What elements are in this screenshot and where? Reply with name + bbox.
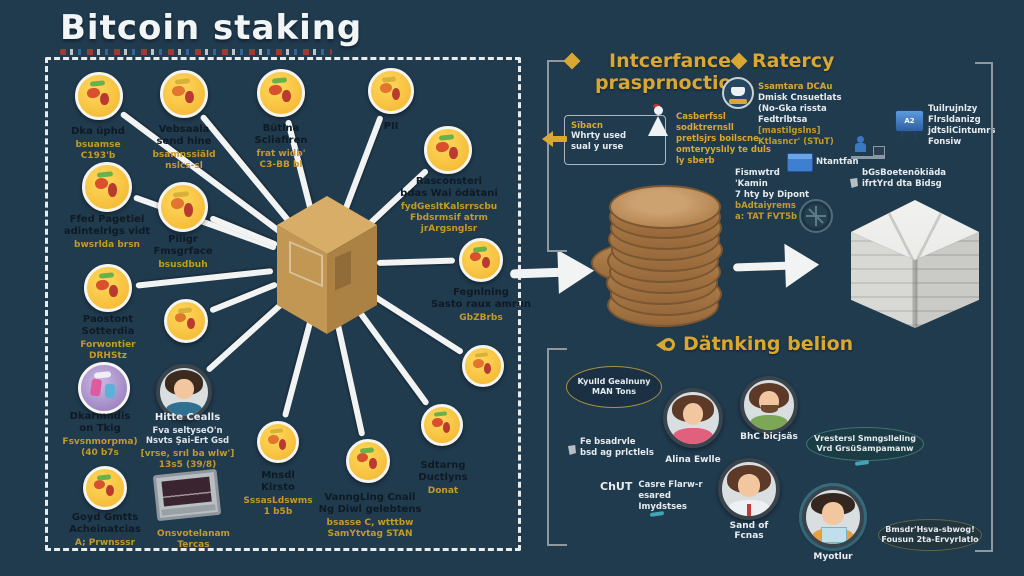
interface-bracket-tick: [547, 60, 567, 62]
node-avatar-woman: [156, 364, 212, 420]
avatar-label: BhC bicjsäs: [740, 432, 798, 442]
page-title: Bitcoin staking: [60, 8, 363, 48]
person-note: Casberfssl sodktrernsll pretlsjrs boilsc…: [676, 112, 771, 167]
ornament-icon: [730, 52, 748, 70]
package-label: Ntantfan: [816, 157, 859, 167]
coins-note: Fismwtrd 'Kamin 7 hty by Dipont bAdtaiyr…: [735, 168, 810, 223]
interface-bracket: [547, 60, 549, 252]
badge-note: Ssamtara DCAu Dmisk Cnsuetlats (No-Gka r…: [758, 82, 842, 148]
practices-note: Fe bsadrvle bsd ag prlctlels: [580, 437, 654, 459]
cyan-mark-decoration: [854, 460, 870, 466]
tv-note: Tuilrujnlzy Flrsldanizg jdtsliCintumrs F…: [928, 104, 996, 148]
avatar-label: Alina Ewlle: [665, 455, 721, 465]
staking-header-text: Dätnking belion: [683, 333, 854, 355]
callout-body: Whrty used sual y urse: [571, 131, 627, 153]
workstation-icon: [851, 136, 887, 162]
interface-header-text: Intcerfance prasprnoction: [594, 50, 746, 94]
coin-top: [609, 185, 721, 229]
callout-tag: Sïbacn: [571, 121, 603, 131]
chut-note: ChUT Casre Flarw-r esared Imydstses: [600, 480, 703, 513]
node-icon: [257, 69, 305, 117]
diagram-panel-border: [45, 57, 521, 551]
flow-arrow-right-icon: [732, 236, 824, 288]
node-icon: [368, 68, 414, 114]
staking-bracket-tick: [547, 348, 567, 350]
avatar-myotlur: [802, 486, 864, 548]
box-tape-decoration: [335, 250, 351, 291]
oval-note: Vrestersl Smngslleling Vrd GrsüSampamanw: [806, 427, 924, 461]
chut-label: ChUT: [600, 480, 633, 493]
avatar-label: Myotlur: [813, 552, 853, 562]
tv-leg: [899, 130, 905, 139]
cube-caption: bGsBoetenökiäda ifrtYrd dta Bidsg: [862, 168, 947, 190]
cube-caption-icon: [850, 173, 858, 192]
avatar-bhc: [740, 376, 798, 434]
right-bracket: [991, 62, 993, 552]
node-label: Hitte Cealls Fva seltyseO'n Nsvts Şai-Er…: [140, 412, 235, 471]
ratercy-header-text: Ratercy: [752, 50, 835, 72]
node-icon-city: [78, 362, 130, 414]
staking-bracket-tick: [547, 544, 567, 546]
right-bracket-tick: [975, 550, 993, 552]
node-icon: [257, 421, 299, 463]
badge-emblem-icon: [722, 77, 754, 109]
coin-arrow-icon: [656, 333, 676, 351]
staking-bracket: [547, 348, 549, 546]
ratercy-section-header: Ratercy: [730, 50, 835, 72]
laptop-icon: [152, 468, 222, 522]
laptop-screen: [161, 476, 212, 507]
node-icon: [75, 72, 123, 120]
block-cube: [851, 200, 979, 328]
node-icon: [82, 162, 132, 212]
avatar-sand: [718, 458, 780, 520]
central-package-box: [277, 196, 377, 334]
oval-note: Bmsdr'Hsva-sbwog! Fousun 2ta-Ervyrlatlo: [878, 519, 982, 551]
flow-arrow-left-icon: [509, 240, 601, 295]
node-icon: [160, 70, 208, 118]
title-underline-decoration: [60, 49, 332, 55]
package-icon: [787, 153, 813, 172]
person-icon: [645, 104, 671, 140]
node-icon: [84, 264, 132, 312]
avatar-label: Sand of Fcnas: [729, 521, 769, 541]
avatar-alina: [663, 388, 723, 448]
node-label: PII: [383, 121, 399, 132]
left-arrow-icon: [542, 131, 568, 147]
node-icon: [421, 404, 463, 446]
coin-stack: [591, 183, 729, 333]
node-icon: [158, 182, 208, 232]
cyan-mark-decoration: [649, 511, 665, 517]
tv-icon: A2: [895, 110, 924, 132]
staking-section-header: Dätnking belion: [656, 333, 854, 355]
interface-bracket-tick: [547, 250, 567, 252]
node-icon: [459, 238, 503, 282]
practices-icon: [568, 440, 576, 459]
right-bracket-tick: [975, 62, 993, 64]
oval-note: Kyulld Gealnuny MAN Tons: [566, 366, 662, 408]
ornament-icon: [563, 52, 581, 70]
interface-section-header: Intcerfance prasprnoction: [563, 50, 766, 94]
compass-icon: [799, 199, 833, 233]
laptop-caption: Onsvotelanam Tercas: [157, 529, 230, 551]
callout-box: Sïbacn Whrty used sual y urse: [564, 115, 666, 165]
node-icon: [164, 299, 208, 343]
node-icon: [424, 126, 472, 174]
node-icon: [462, 345, 504, 387]
node-icon: [83, 466, 127, 510]
node-icon: [346, 439, 390, 483]
